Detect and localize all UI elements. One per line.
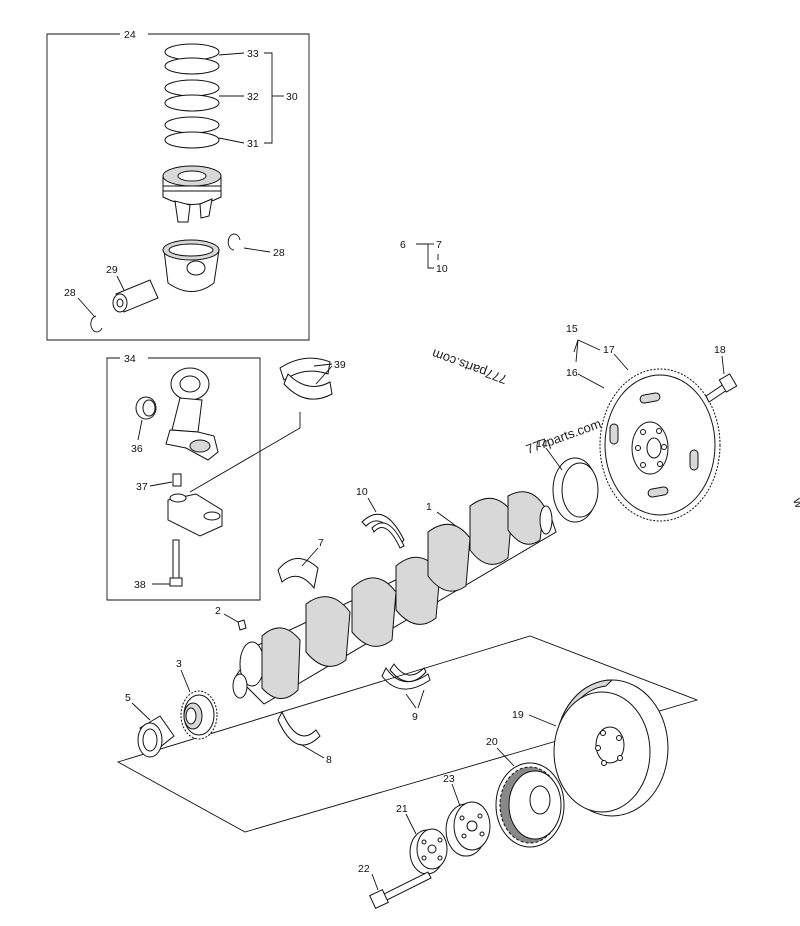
- callout-32: 32: [247, 91, 259, 103]
- rod-bolt: [169, 539, 183, 587]
- connecting-rod: [165, 367, 219, 461]
- circlip-right: [227, 233, 241, 251]
- piston-pin: [112, 279, 159, 313]
- callout-28-right: 28: [273, 247, 285, 259]
- crank-pulley: 20: [486, 736, 565, 848]
- callout-36: 36: [131, 443, 143, 455]
- watermark-upside-down: 777parts.com: [430, 346, 509, 387]
- callout-23: 23: [443, 773, 455, 785]
- pulley-hub: 23: [443, 773, 491, 857]
- callout-21: 21: [396, 803, 408, 815]
- callout-6: 6: [400, 239, 406, 251]
- callout-9: 9: [412, 711, 418, 723]
- piston: [162, 165, 222, 223]
- callout-10-ref: 10: [436, 263, 448, 275]
- center-bolt: 22: [358, 863, 432, 909]
- crankshaft: 1: [232, 491, 557, 705]
- rod-cap: [167, 493, 223, 537]
- thrust-washers-lower: 9: [381, 663, 431, 723]
- callout-17: 17: [603, 344, 615, 356]
- thrust-washers-upper: 10: [356, 486, 405, 549]
- callout-1: 1: [426, 501, 432, 513]
- callout-19: 19: [512, 709, 524, 721]
- callout-7: 7: [318, 537, 324, 549]
- assembly-plane: [116, 635, 699, 833]
- connecting-rod-box: 34 36 37 38: [106, 353, 261, 601]
- callout-33: 33: [247, 48, 259, 60]
- reference-group-6: 6 7 10: [400, 239, 448, 275]
- callout-18: 18: [714, 344, 726, 356]
- woodruff-key: 2: [215, 605, 247, 631]
- callout-24: 24: [124, 29, 136, 41]
- dowel-sleeve: [172, 473, 182, 487]
- callout-39: 39: [334, 359, 346, 371]
- callout-37: 37: [136, 481, 148, 493]
- callout-15: 15: [566, 323, 578, 335]
- callout-30: 30: [286, 91, 298, 103]
- vibration-damper: 19: [512, 679, 669, 817]
- callout-2: 2: [215, 605, 221, 617]
- rear-oil-seal: 14: [536, 438, 599, 523]
- washer-plate: 21: [396, 803, 448, 875]
- piston-ring-33: [164, 43, 220, 75]
- front-oil-seal: 5: [125, 692, 175, 758]
- flywheel: 15 16 17: [566, 323, 721, 522]
- conrod-bearing-shells: 39: [189, 357, 346, 493]
- callout-7-ref: 7: [436, 239, 442, 251]
- callout-5: 5: [125, 692, 131, 704]
- callout-8: 8: [326, 754, 332, 766]
- piston-ring-31: [164, 116, 220, 149]
- callout-20: 20: [486, 736, 498, 748]
- small-end-bushing: [135, 396, 157, 420]
- main-bearing-upper: 7: [277, 537, 324, 590]
- piston-ring-32: [164, 79, 220, 112]
- callout-22: 22: [358, 863, 370, 875]
- callout-34: 34: [124, 353, 136, 365]
- crankshaft-gear: 3: [176, 658, 218, 740]
- callout-16: 16: [566, 367, 578, 379]
- main-bearing-lower: 8: [277, 710, 332, 766]
- circlip-left: [90, 315, 103, 333]
- callout-10: 10: [356, 486, 368, 498]
- callout-31: 31: [247, 138, 259, 150]
- callout-29: 29: [106, 264, 118, 276]
- piston-skirt: [162, 239, 220, 292]
- watermark-angled: 777parts.com: [524, 416, 603, 457]
- watermark-edge: w: [790, 495, 800, 510]
- callout-3: 3: [176, 658, 182, 670]
- callout-38: 38: [134, 579, 146, 591]
- callout-14: 14: [536, 438, 548, 450]
- callout-28-left: 28: [64, 287, 76, 299]
- flywheel-bolt: 18: [705, 344, 738, 403]
- piston-assembly-box: 24 33 32 31 30: [46, 29, 310, 341]
